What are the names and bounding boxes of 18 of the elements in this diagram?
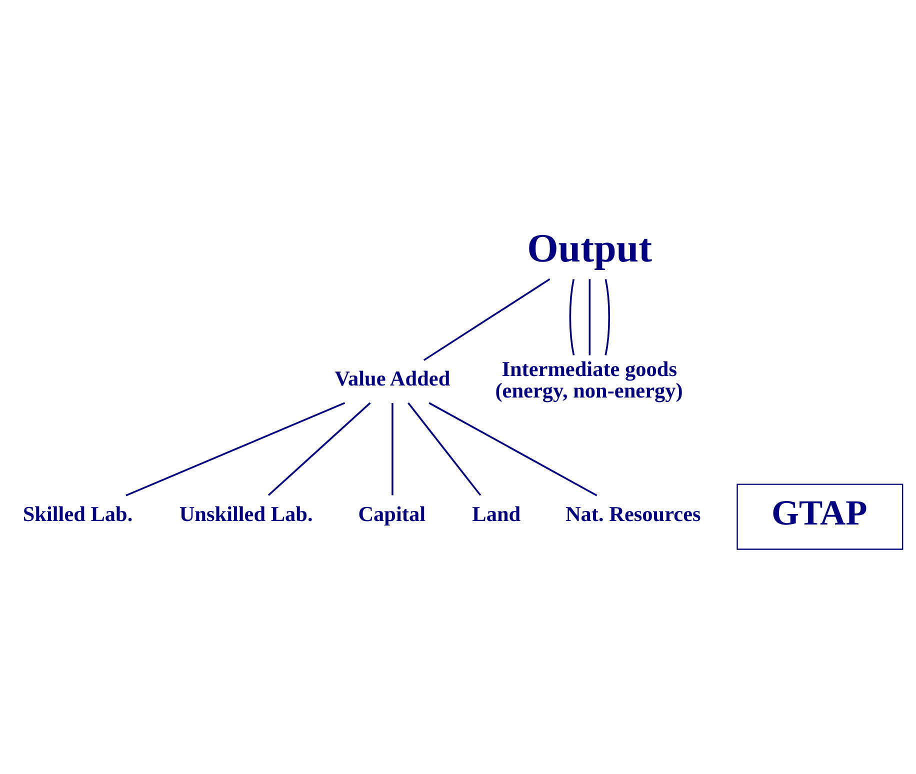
node-text: Capital — [358, 501, 426, 526]
node-text: Intermediate goods (energy, non-energy) — [495, 356, 683, 402]
node-text: Skilled Lab. — [22, 501, 133, 526]
node-text: Value Added — [334, 366, 450, 390]
node-text: Nat. Resources — [565, 501, 701, 526]
connector — [569, 278, 575, 355]
connector — [428, 402, 598, 496]
connector — [588, 278, 591, 355]
connector — [423, 278, 550, 360]
connector — [126, 402, 346, 496]
connector — [392, 402, 394, 495]
connector — [268, 402, 371, 496]
node-text: Unskilled Lab. — [179, 501, 313, 526]
node-text: Output — [527, 224, 652, 270]
node-box: GTAP — [736, 483, 904, 550]
node-text: Land — [472, 501, 521, 526]
connector — [604, 278, 610, 355]
connector — [408, 402, 482, 496]
